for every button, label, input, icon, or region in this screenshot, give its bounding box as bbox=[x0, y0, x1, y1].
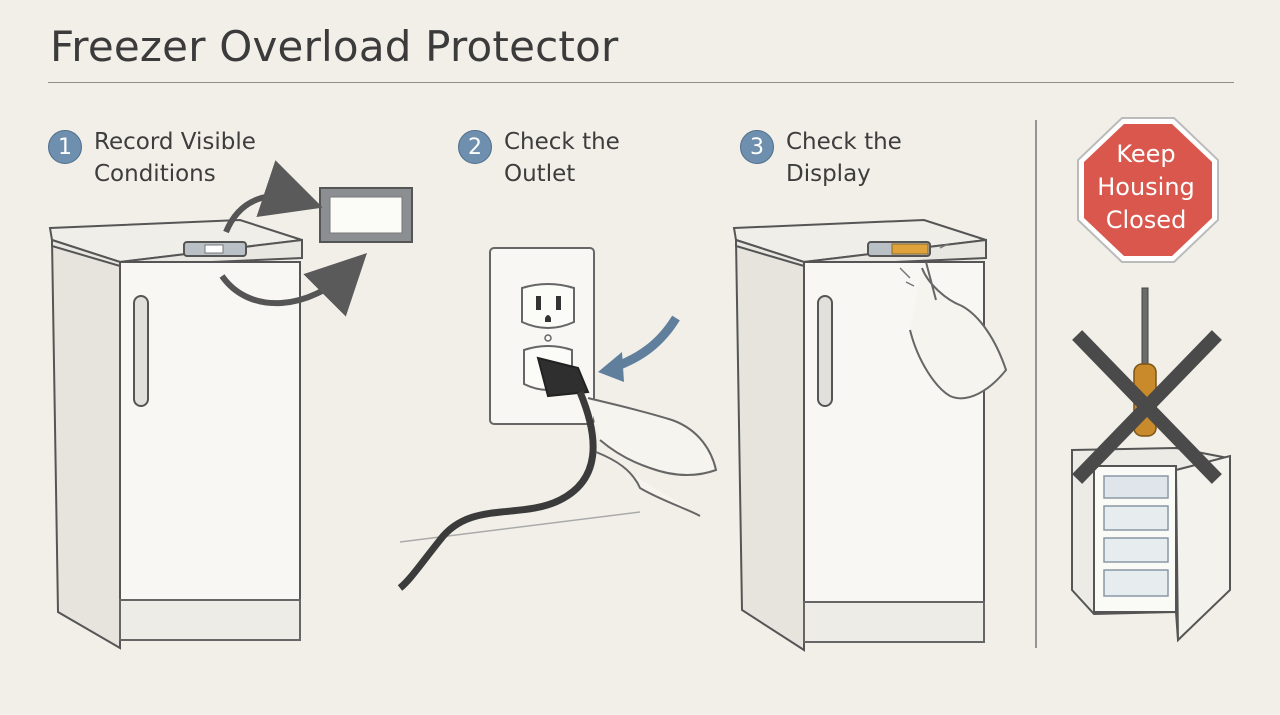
step-2-label: Check the Outlet bbox=[504, 129, 620, 187]
step-1-label: Record Visible Conditions bbox=[94, 129, 256, 187]
arrow-to-display-icon bbox=[223, 160, 323, 234]
hand-2-icon bbox=[909, 261, 1008, 400]
stop-sign-text: Keep Housing Closed bbox=[1097, 140, 1195, 234]
step-2-badge: 2 bbox=[458, 130, 492, 164]
open-freezer-illustration bbox=[1071, 446, 1232, 643]
freezer-1-illustration bbox=[48, 218, 303, 650]
display-callout bbox=[219, 160, 413, 317]
hand-1-icon bbox=[587, 397, 718, 517]
page-title: Freezer Overload Protector bbox=[50, 22, 619, 71]
title-divider bbox=[48, 82, 1234, 83]
stop-sign-icon bbox=[1077, 117, 1219, 263]
freezer-3-illustration bbox=[732, 218, 987, 652]
press-indicator-icon bbox=[899, 243, 949, 287]
step-1-badge: 1 bbox=[48, 130, 82, 164]
power-cord bbox=[397, 390, 597, 591]
prohibited-cross-icon bbox=[1072, 330, 1222, 484]
step-3-label: Check the Display bbox=[786, 129, 902, 187]
step-1: 1 Record Visible Conditions bbox=[48, 126, 256, 190]
arrow-from-display-icon bbox=[219, 253, 367, 317]
step-3: 3 Check the Display bbox=[740, 126, 902, 190]
outlet-illustration bbox=[397, 247, 718, 591]
step-3-badge: 3 bbox=[740, 130, 774, 164]
step-2: 2 Check the Outlet bbox=[458, 126, 620, 190]
